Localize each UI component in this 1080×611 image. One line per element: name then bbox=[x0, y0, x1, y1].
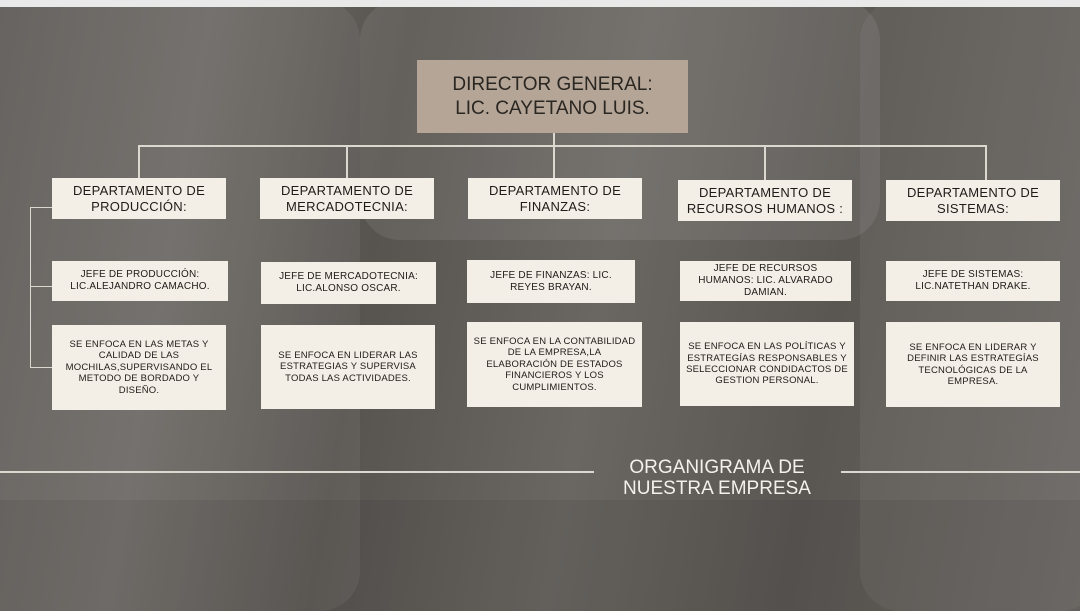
title-line-2: NUESTRA EMPRESA bbox=[623, 478, 811, 500]
department-finanzas: DEPARTAMENTO DE FINANZAS: bbox=[468, 178, 642, 219]
description-sistemas: SE ENFOCA EN LIDERAR Y DEFINIR LAS ESTRA… bbox=[886, 322, 1060, 407]
description-finanzas: SE ENFOCA EN LA CONTABILIDAD DE LA EMPRE… bbox=[467, 322, 642, 407]
director-box: DIRECTOR GENERAL: LIC. CAYETANO LUIS. bbox=[417, 60, 688, 133]
department-produccion: DEPARTAMENTO DE PRODUCCIÓN: bbox=[52, 178, 226, 219]
department-recursos-humanos: DEPARTAMENTO DE RECURSOS HUMANOS : bbox=[678, 180, 852, 221]
chief-mercadotecnia: JEFE DE MERCADOTECNIA: LIC.ALONSO OSCAR. bbox=[261, 262, 436, 304]
org-chart-title: ORGANIGRAMA DE NUESTRA EMPRESA bbox=[600, 457, 834, 500]
connector-side-desc bbox=[30, 367, 53, 368]
description-mercadotecnia: SE ENFOCA EN LIDERAR LAS ESTRATEGIAS Y S… bbox=[261, 325, 435, 409]
title-line-1: ORGANIGRAMA DE bbox=[629, 457, 805, 478]
connector-drop-5 bbox=[985, 145, 987, 180]
chief-finanzas: JEFE DE FINANZAS: LIC. REYES BRAYAN. bbox=[467, 260, 635, 303]
chief-recursos-humanos: JEFE DE RECURSOS HUMANOS: LIC. ALVARADO … bbox=[680, 261, 851, 301]
connector-side-top bbox=[30, 207, 53, 208]
background-column-left bbox=[0, 0, 360, 611]
top-bar bbox=[0, 0, 1080, 7]
background-floor bbox=[0, 500, 1080, 611]
director-name: LIC. CAYETANO LUIS. bbox=[455, 97, 650, 119]
department-sistemas: DEPARTAMENTO DE SISTEMAS: bbox=[886, 180, 1060, 221]
chief-produccion: JEFE DE PRODUCCIÓN: LIC.ALEJANDRO CAMACH… bbox=[52, 261, 228, 301]
connector-horizontal bbox=[138, 145, 987, 147]
director-title: DIRECTOR GENERAL: bbox=[452, 73, 653, 95]
department-mercadotecnia: DEPARTAMENTO DE MERCADOTECNIA: bbox=[260, 178, 434, 219]
description-produccion: SE ENFOCA EN LAS METAS Y CALIDAD DE LAS … bbox=[52, 325, 226, 410]
connector-director-stem bbox=[553, 133, 555, 145]
title-rule-left bbox=[0, 471, 594, 473]
title-rule-right bbox=[841, 471, 1080, 473]
connector-drop-1 bbox=[138, 145, 140, 178]
connector-drop-3 bbox=[553, 145, 555, 178]
connector-side-chief bbox=[30, 286, 53, 287]
description-recursos-humanos: SE ENFOCA EN LAS POLÍTICAS Y ESTRATEGÍAS… bbox=[680, 322, 854, 406]
background-column-right bbox=[860, 0, 1080, 611]
chief-sistemas: JEFE DE SISTEMAS: LIC.NATETHAN DRAKE. bbox=[886, 261, 1060, 301]
connector-side-vertical bbox=[30, 207, 31, 367]
connector-drop-4 bbox=[764, 145, 766, 180]
connector-drop-2 bbox=[346, 145, 348, 178]
